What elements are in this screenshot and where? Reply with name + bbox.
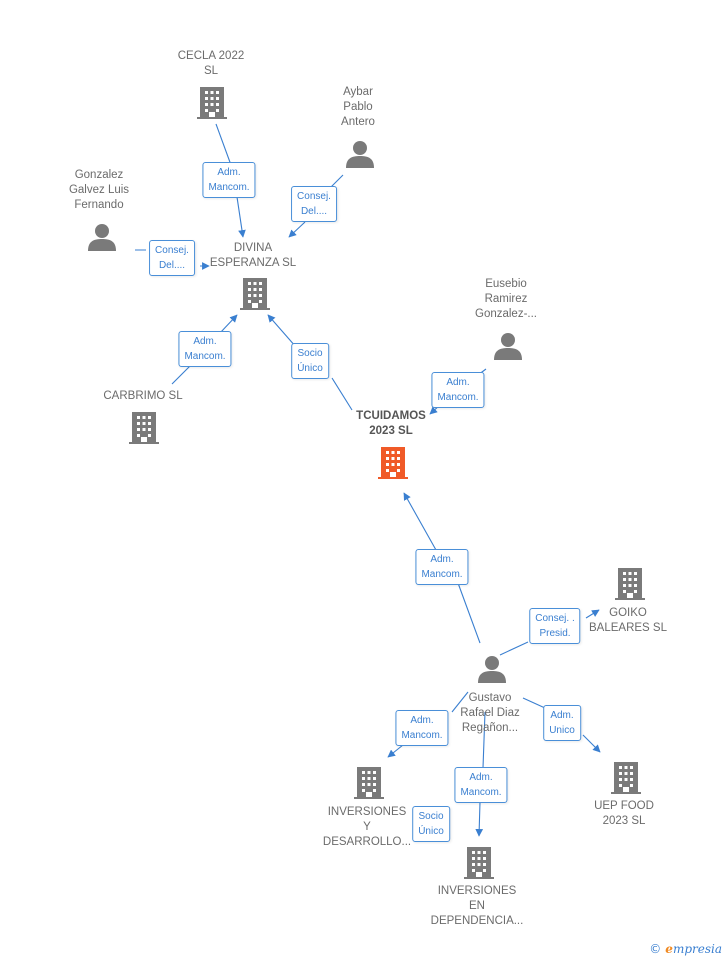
node-label-carbrimo[interactable]: CARBRIMO SL xyxy=(103,390,183,402)
node-label-eusebio[interactable]: Eusebio Ramirez Gonzalez-... xyxy=(475,278,537,320)
node-label-gonzalez[interactable]: Gonzalez Galvez Luis Fernando xyxy=(68,169,130,211)
edge-gonzalez-divina xyxy=(135,249,209,266)
brand-logo: ©empresia xyxy=(649,942,722,956)
node-label-cecla[interactable]: CECLA 2022 SL xyxy=(177,50,245,77)
building-icon xyxy=(197,87,227,119)
edge-label-inv-dependencia-socio[interactable]: Socio Único xyxy=(412,806,450,842)
node-label-gustavo[interactable]: Gustavo Rafael Diaz Regañon... xyxy=(460,692,520,734)
edge-label-tcuidamos-divina[interactable]: Socio Único xyxy=(291,343,329,379)
building-icon xyxy=(129,412,159,444)
brand-initial: e xyxy=(665,942,673,956)
person-icon xyxy=(346,141,374,168)
building-icon xyxy=(378,447,408,479)
edge-gustavo-goiko xyxy=(499,610,599,656)
edge-label-eusebio-tcuidamos[interactable]: Adm. Mancom. xyxy=(431,372,485,408)
building-icon xyxy=(240,278,270,310)
edge-label-gustavo-inv-desarrollo[interactable]: Adm. Mancom. xyxy=(395,710,449,746)
building-icon xyxy=(615,568,645,600)
edge-label-aybar-divina[interactable]: Consej. Del.... xyxy=(291,186,337,222)
node-label-inv-dependencia[interactable]: INVERSIONES EN DEPENDENCIA... xyxy=(430,885,524,927)
edge-tcuidamos-divina xyxy=(268,315,353,411)
edge-cecla-divina xyxy=(215,123,243,237)
edge-gustavo-inv-desarrollo xyxy=(388,691,469,757)
building-icon xyxy=(354,767,384,799)
edge-label-gustavo-goiko[interactable]: Consej. . Presid. xyxy=(529,608,581,644)
node-label-aybar[interactable]: Aybar Pablo Antero xyxy=(341,86,375,128)
person-icon xyxy=(478,656,506,683)
edge-label-gustavo-uep[interactable]: Adm. Unico xyxy=(543,705,581,741)
edge-label-gustavo-inv-dependencia[interactable]: Adm. Mancom. xyxy=(454,767,508,803)
person-icon xyxy=(494,333,522,360)
edge-gustavo-uep xyxy=(522,697,600,752)
edge-gustavo-inv-dependencia xyxy=(479,711,485,836)
edge-label-gonzalez-divina[interactable]: Consej. Del.... xyxy=(149,240,195,276)
edge-label-carbrimo-divina[interactable]: Adm. Mancom. xyxy=(178,331,232,367)
building-icon xyxy=(464,847,494,879)
edges xyxy=(135,123,600,836)
edge-label-gustavo-tcuidamos[interactable]: Adm. Mancom. xyxy=(415,549,469,585)
person-icon xyxy=(88,224,116,251)
edge-carbrimo-divina xyxy=(171,315,237,385)
edge-gustavo-tcuidamos xyxy=(404,493,481,644)
copyright-icon: © xyxy=(649,942,662,956)
edge-label-cecla-divina[interactable]: Adm. Mancom. xyxy=(202,162,256,198)
brand-name: mpresia xyxy=(672,942,722,956)
node-label-tcuidamos[interactable]: TCUIDAMOS 2023 SL xyxy=(356,410,426,437)
node-label-inv-desarrollo[interactable]: INVERSIONES Y DESARROLLO... xyxy=(322,806,412,848)
node-label-divina[interactable]: DIVINA ESPERANZA SL xyxy=(209,242,297,269)
node-label-goiko[interactable]: GOIKO BALEARES SL xyxy=(589,607,667,634)
node-label-uep[interactable]: UEP FOOD 2023 SL xyxy=(594,800,654,827)
building-icon xyxy=(611,762,641,794)
